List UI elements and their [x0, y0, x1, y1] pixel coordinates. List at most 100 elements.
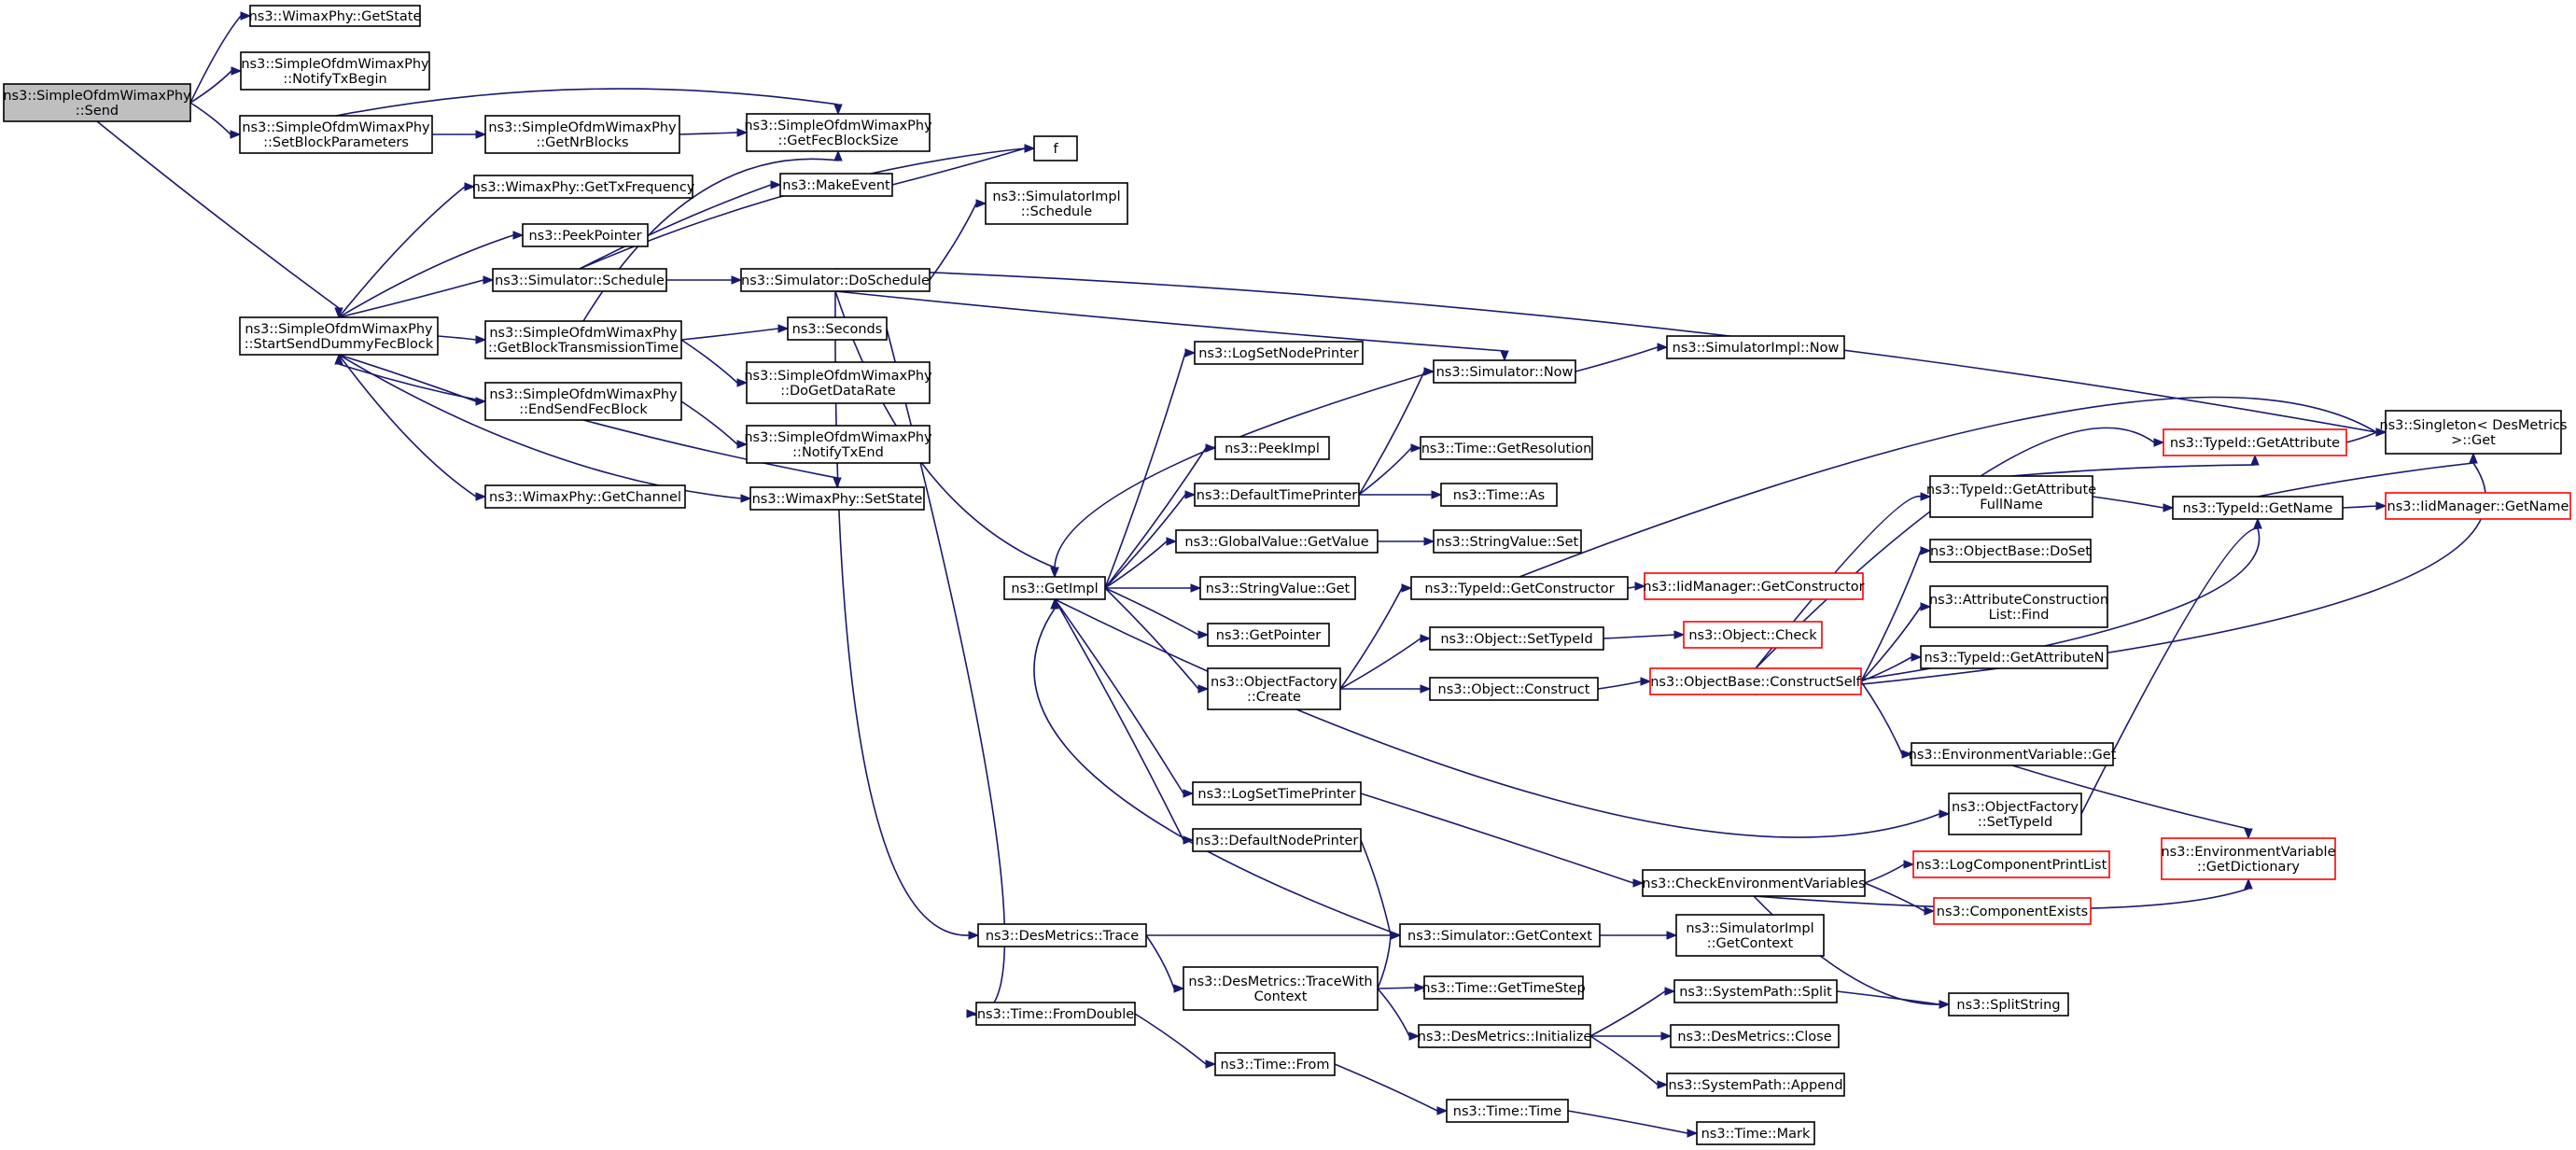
edge-arrowhead: [475, 335, 487, 344]
node-desMetricsTrace[interactable]: ns3::DesMetrics::Trace: [977, 923, 1147, 947]
node-globalValueGet[interactable]: ns3::GlobalValue::GetValue: [1175, 529, 1379, 554]
node-sysPathAppend[interactable]: ns3::SystemPath::Append: [1666, 1073, 1845, 1097]
node-timeTime[interactable]: ns3::Time::Time: [1446, 1099, 1569, 1123]
node-objFactorySetTypeId[interactable]: ns3::ObjectFactory::SetTypeId: [1948, 792, 2082, 835]
node-timeAs[interactable]: ns3::Time::As: [1440, 483, 1558, 507]
node-getFecBlockSize[interactable]: ns3::SimpleOfdmWimaxPhy::GetFecBlockSize: [744, 113, 932, 152]
node-getTimeStep[interactable]: ns3::Time::GetTimeStep: [1421, 975, 1586, 1000]
node-label: ns3::ObjectFactory: [1952, 800, 2079, 815]
node-defaultTimePrinter[interactable]: ns3::DefaultTimePrinter: [1194, 483, 1360, 507]
edge-arrowhead: [2375, 501, 2387, 511]
edge-arrowhead: [1920, 492, 1932, 501]
node-getImpl[interactable]: ns3::GetImpl: [1003, 576, 1106, 600]
node-stringValueGet[interactable]: ns3::StringValue::Get: [1199, 576, 1356, 600]
node-defaultNodePrinter[interactable]: ns3::DefaultNodePrinter: [1192, 828, 1362, 852]
node-box: [1033, 135, 1078, 161]
edge-line: [2257, 462, 2474, 498]
node-doSchedule[interactable]: ns3::Simulator::DoSchedule: [740, 268, 931, 292]
node-seconds[interactable]: ns3::Seconds: [787, 316, 888, 341]
node-simImplGetContext[interactable]: ns3::SimulatorImpl::GetContext: [1675, 914, 1825, 957]
node-endSendFec[interactable]: ns3::SimpleOfdmWimaxPhy::EndSendFecBlock: [484, 382, 682, 421]
node-getName[interactable]: ns3::TypeId::GetName: [2172, 496, 2344, 520]
node-getPointer[interactable]: ns3::GetPointer: [1207, 623, 1330, 647]
call-edge: [929, 199, 987, 281]
node-iidGetConstructor[interactable]: ns3::IidManager::GetConstructor: [1643, 572, 1865, 600]
node-setBlockParams[interactable]: ns3::SimpleOfdmWimaxPhy::SetBlockParamet…: [239, 115, 433, 154]
node-getConstructor[interactable]: ns3::TypeId::GetConstructor: [1410, 576, 1629, 600]
node-makeEvent[interactable]: ns3::MakeEvent: [779, 173, 893, 197]
node-timeMark[interactable]: ns3::Time::Mark: [1696, 1121, 1815, 1145]
call-edge: [1360, 792, 1645, 888]
node-startDummy[interactable]: ns3::SimpleOfdmWimaxPhy::StartSendDummyF…: [239, 316, 439, 356]
node-box: [1433, 529, 1582, 554]
node-iidGetName[interactable]: ns3::IidManager::GetName: [2385, 492, 2571, 520]
node-f[interactable]: f: [1033, 135, 1078, 161]
call-edge: [1597, 677, 1652, 690]
node-peekImpl[interactable]: ns3::PeekImpl: [1214, 436, 1330, 460]
edge-arrowhead: [1939, 1000, 1951, 1009]
node-simImplSchedule[interactable]: ns3::SimulatorImpl::Schedule: [985, 182, 1128, 225]
node-setState[interactable]: ns3::WimaxPhy::SetState: [749, 486, 925, 511]
node-splitString[interactable]: ns3::SplitString: [1948, 992, 2069, 1017]
node-label: ns3::WimaxPhy::GetTxFrequency: [472, 180, 695, 195]
node-label: ns3::PeekImpl: [1225, 442, 1320, 456]
node-simSchedule[interactable]: ns3::Simulator::Schedule: [492, 268, 667, 292]
node-getState[interactable]: ns3::WimaxPhy::GetState: [249, 5, 422, 27]
edge-arrowhead: [1050, 597, 1059, 610]
node-logSetNodePrinter[interactable]: ns3::LogSetNodePrinter: [1194, 341, 1364, 365]
node-componentExists[interactable]: ns3::ComponentExists: [1933, 897, 2092, 925]
node-desMetricsInit[interactable]: ns3::DesMetrics::Initialize: [1418, 1024, 1592, 1048]
node-sysPathSplit[interactable]: ns3::SystemPath::Split: [1673, 979, 1838, 1003]
node-box: [1911, 742, 2114, 766]
node-label: ns3::DesMetrics::Initialize: [1418, 1030, 1592, 1045]
node-timeFromDouble[interactable]: ns3::Time::FromDouble: [975, 1002, 1136, 1026]
node-objectConstruct[interactable]: ns3::Object::Construct: [1429, 677, 1599, 701]
node-setTypeId[interactable]: ns3::Object::SetTypeId: [1429, 626, 1604, 651]
node-constructSelf[interactable]: ns3::ObjectBase::ConstructSelf: [1649, 667, 1862, 695]
node-doSet[interactable]: ns3::ObjectBase::DoSet: [1929, 539, 2092, 563]
node-getAttributeN[interactable]: ns3::TypeId::GetAttributeN: [1920, 645, 2108, 669]
node-envVarGetDict[interactable]: ns3::EnvironmentVariable::GetDictionary: [2161, 837, 2336, 880]
call-edge: [1104, 348, 1197, 589]
edge-arrowhead: [1410, 443, 1422, 453]
node-objFactoryCreate[interactable]: ns3::ObjectFactory::Create: [1207, 667, 1341, 710]
node-getResolution[interactable]: ns3::Time::GetResolution: [1420, 436, 1593, 460]
node-label: Context: [1254, 989, 1308, 1004]
node-doGetDataRate[interactable]: ns3::SimpleOfdmWimaxPhy::DoGetDataRate: [744, 361, 932, 404]
node-simGetContext[interactable]: ns3::Simulator::GetContext: [1399, 923, 1601, 947]
call-edge: [1033, 597, 1401, 936]
node-simNow[interactable]: ns3::Simulator::Now: [1433, 359, 1576, 384]
node-peekPointer[interactable]: ns3::PeekPointer: [522, 223, 649, 247]
node-label: ns3::Time::Mark: [1701, 1127, 1811, 1142]
node-simImplNow[interactable]: ns3::SimulatorImpl::Now: [1666, 335, 1845, 359]
node-send[interactable]: ns3::SimpleOfdmWimaxPhy::Send: [3, 83, 191, 122]
edge-arrowhead: [1687, 1129, 1699, 1138]
node-objectCheck[interactable]: ns3::Object::Check: [1683, 621, 1823, 649]
node-checkEnvVars[interactable]: ns3::CheckEnvironmentVariables: [1642, 869, 1866, 897]
node-stringValueSet[interactable]: ns3::StringValue::Set: [1433, 529, 1582, 554]
node-getChannel[interactable]: ns3::WimaxPhy::GetChannel: [484, 484, 686, 509]
node-notifyTxEnd[interactable]: ns3::SimpleOfdmWimaxPhy::NotifyTxEnd: [744, 425, 932, 464]
node-getAttribute[interactable]: ns3::TypeId::GetAttribute: [2163, 428, 2347, 456]
node-notifyTxBegin[interactable]: ns3::SimpleOfdmWimaxPhy::NotifyTxBegin: [240, 51, 430, 91]
edge-arrowhead: [1664, 987, 1676, 996]
node-logComponentPrintList[interactable]: ns3::LogComponentPrintList: [1912, 850, 2110, 878]
node-envVarGet[interactable]: ns3::EnvironmentVariable::Get: [1909, 742, 2117, 766]
node-timeFrom[interactable]: ns3::Time::From: [1214, 1052, 1336, 1076]
edge-arrowhead: [2153, 438, 2165, 447]
node-desMetricsClose[interactable]: ns3::DesMetrics::Close: [1670, 1024, 1840, 1048]
node-getTxFrequency[interactable]: ns3::WimaxPhy::GetTxFrequency: [472, 175, 695, 199]
node-box: [1429, 677, 1599, 701]
node-label: ns3::TypeId::GetAttribute: [1926, 483, 2096, 498]
node-getNrBlocks[interactable]: ns3::SimpleOfdmWimaxPhy::GetNrBlocks: [484, 115, 680, 154]
node-singletonGet[interactable]: ns3::Singleton< DesMetrics >::Get: [2379, 410, 2568, 455]
call-edge: [1104, 443, 1217, 589]
call-edge: [891, 144, 1036, 186]
node-getBlockTxTime[interactable]: ns3::SimpleOfdmWimaxPhy::GetBlockTransmi…: [484, 320, 682, 359]
node-logSetTimePrinter[interactable]: ns3::LogSetTimePrinter: [1192, 781, 1362, 806]
edge-line: [1104, 352, 1186, 589]
edge-line: [1358, 447, 1412, 496]
